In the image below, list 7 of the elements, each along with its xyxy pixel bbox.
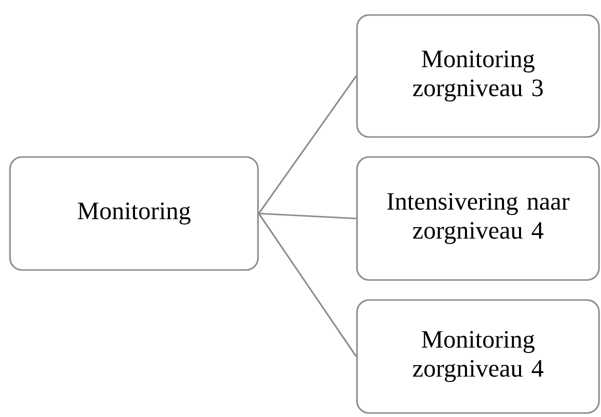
process-box: Intensivering naar zorgniveau 4	[356, 156, 600, 281]
connector-line	[258, 212, 356, 220]
connector-line	[258, 213, 357, 357]
process-box: Monitoring zorgniveau 3	[356, 14, 600, 138]
connector-line	[258, 76, 357, 214]
process-box: Monitoring zorgniveau 4	[356, 299, 600, 414]
process-box: Monitoring	[9, 156, 259, 271]
